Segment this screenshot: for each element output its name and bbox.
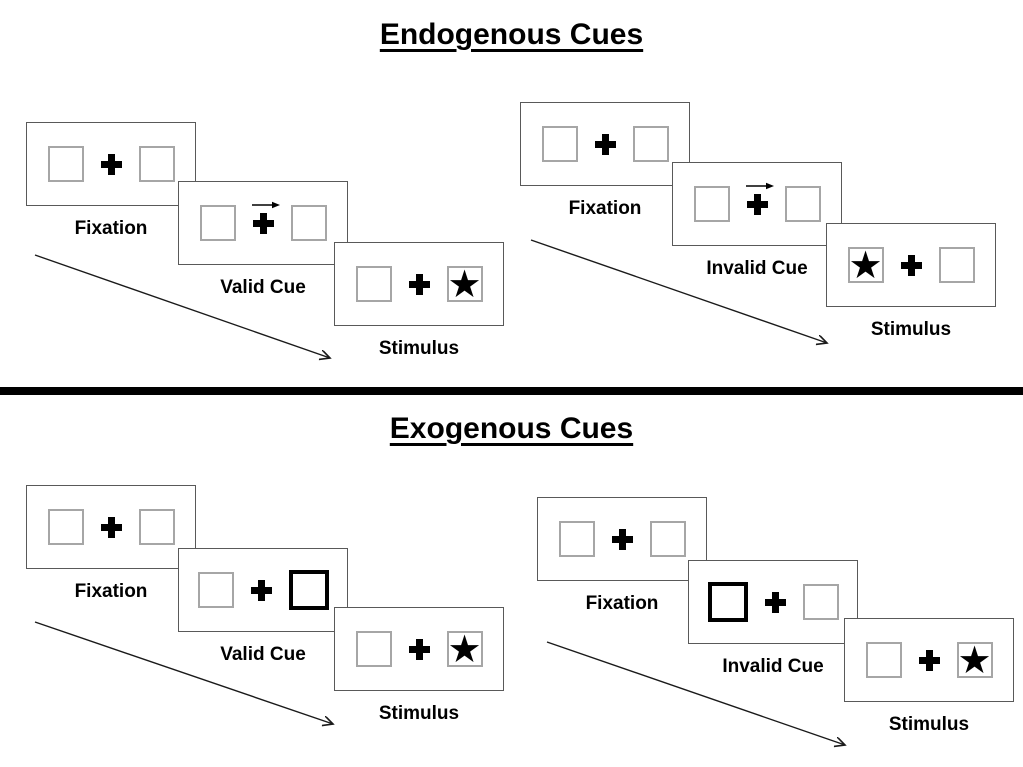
card-label: Fixation (74, 218, 148, 239)
right-placeholder-box (632, 126, 669, 162)
star-icon: ★ (848, 245, 883, 287)
card-label: Fixation (585, 593, 659, 614)
left-placeholder-box (558, 521, 595, 557)
cross-area (252, 201, 280, 234)
star-icon: ★ (447, 264, 482, 306)
star-target-box: ★ (446, 629, 483, 671)
cue-highlight-box (707, 582, 748, 622)
exogenous-title-text: Exogenous Cues (389, 412, 634, 445)
card-label: Stimulus (378, 338, 460, 359)
star-target-box: ★ (847, 245, 884, 287)
section-divider (0, 387, 1023, 395)
left-placeholder-box (865, 642, 902, 678)
left-placeholder-box (199, 205, 236, 241)
time-sequence-arrow (546, 641, 854, 755)
endogenous-valid-stimulus-card: ★ (334, 242, 504, 326)
fixation-cross-icon (250, 579, 272, 601)
star-icon: ★ (957, 640, 992, 682)
star-target-box: ★ (446, 264, 483, 306)
card-label: Fixation (568, 198, 642, 219)
cross-area (764, 591, 786, 613)
exogenous-invalid-fixation-card (537, 497, 707, 581)
fixation-cross-icon (764, 591, 786, 613)
cross-area (408, 638, 430, 660)
exogenous-valid-cue-card (178, 548, 348, 632)
endogenous-invalid-stimulus-card: ★ (826, 223, 996, 307)
exogenous-section-title: Exogenous Cues (0, 412, 1023, 446)
fixation-cross-icon (746, 193, 768, 215)
exogenous-valid-stimulus-card: ★ (334, 607, 504, 691)
fixation-cross-icon (918, 649, 940, 671)
cross-area (408, 273, 430, 295)
endogenous-invalid-fixation-card (520, 102, 690, 186)
cross-area (100, 516, 122, 538)
star-target-box: ★ (956, 640, 993, 682)
time-sequence-arrow (34, 254, 340, 368)
fixation-cross-icon (252, 212, 274, 234)
left-placeholder-box (47, 146, 84, 182)
time-sequence-arrow (530, 239, 838, 353)
left-placeholder-box (541, 126, 578, 162)
cross-area (100, 153, 122, 175)
right-placeholder-box (649, 521, 686, 557)
endogenous-title-text: Endogenous Cues (379, 18, 644, 51)
right-placeholder-box (138, 509, 175, 545)
fixation-cross-icon (408, 273, 430, 295)
cross-area (746, 182, 774, 215)
cross-area (900, 254, 922, 276)
endogenous-section-title: Endogenous Cues (0, 18, 1023, 52)
card-label: Stimulus (870, 319, 952, 340)
card-label: Valid Cue (220, 277, 306, 298)
right-placeholder-box (938, 247, 975, 283)
card-label: Stimulus (888, 714, 970, 735)
endogenous-invalid-cue-card (672, 162, 842, 246)
cue-highlight-box (288, 570, 329, 610)
fixation-cross-icon (611, 528, 633, 550)
endogenous-valid-cue-card (178, 181, 348, 265)
cross-area (250, 579, 272, 601)
left-placeholder-box (355, 631, 392, 667)
time-sequence-arrow (34, 621, 342, 735)
left-placeholder-box (693, 186, 730, 222)
cue-arrow-icon (746, 182, 774, 189)
fixation-cross-icon (594, 133, 616, 155)
card-label: Valid Cue (220, 644, 306, 665)
card-label: Stimulus (378, 703, 460, 724)
left-placeholder-box (197, 572, 234, 608)
fixation-cross-icon (100, 516, 122, 538)
endogenous-valid-fixation-card (26, 122, 196, 206)
card-label: Invalid Cue (706, 258, 808, 279)
exogenous-invalid-cue-card (688, 560, 858, 644)
left-placeholder-box (355, 266, 392, 302)
cue-arrow-icon (252, 201, 280, 208)
fixation-cross-icon (900, 254, 922, 276)
fixation-cross-icon (100, 153, 122, 175)
left-placeholder-box (47, 509, 84, 545)
right-placeholder-box (138, 146, 175, 182)
cross-area (594, 133, 616, 155)
fixation-cross-icon (408, 638, 430, 660)
right-placeholder-box (802, 584, 839, 620)
cross-area (918, 649, 940, 671)
star-icon: ★ (447, 629, 482, 671)
exogenous-valid-fixation-card (26, 485, 196, 569)
cross-area (611, 528, 633, 550)
right-placeholder-box (290, 205, 327, 241)
exogenous-invalid-stimulus-card: ★ (844, 618, 1014, 702)
card-label: Fixation (74, 581, 148, 602)
right-placeholder-box (784, 186, 821, 222)
card-label: Invalid Cue (722, 656, 824, 677)
